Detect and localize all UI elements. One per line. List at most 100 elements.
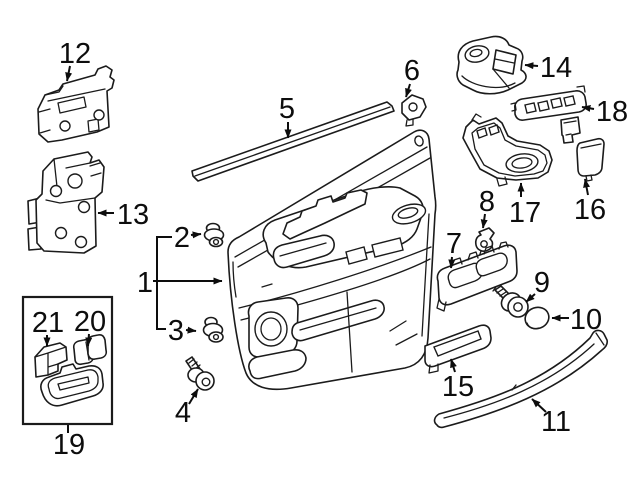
clip3-hole [212, 333, 220, 341]
retainer-clip-part-3 [202, 316, 224, 343]
callout-10: 10 [551, 304, 602, 336]
switch14-details [461, 58, 516, 89]
callout-18-label: 18 [596, 96, 628, 128]
callout-11-arrow [531, 398, 547, 413]
callout-1-label: 1 [137, 267, 153, 299]
clip-part-6 [401, 94, 427, 127]
handle-cutout [282, 189, 368, 240]
cap-part-10 [524, 306, 550, 330]
nut-clip-part-8 [474, 227, 495, 258]
map-pocket-line [299, 307, 377, 331]
bracket13-hole-3 [77, 200, 91, 214]
bracket12-hole-1 [59, 120, 71, 132]
screw9-socket [513, 302, 523, 312]
socket21-details [34, 346, 67, 376]
bracket17-oval-inner [511, 157, 533, 169]
panel-top-hole [414, 135, 424, 147]
screw9-threads [492, 286, 510, 300]
panel18-buttons [524, 95, 576, 114]
callout-4-arrow [188, 388, 199, 405]
callout-6: 6 [404, 55, 420, 98]
callout-15-label: 15 [442, 371, 474, 403]
callout-10-label: 10 [570, 304, 602, 336]
switch14-block [492, 49, 517, 75]
bracket17-outline [462, 117, 553, 181]
callout-9-arrow [525, 293, 536, 303]
callout-11: 11 [531, 398, 571, 438]
callout-1-bracket [156, 236, 172, 330]
sill-trim-part-11 [433, 329, 609, 429]
bracket13-details [45, 158, 102, 204]
callout-18: 18 [581, 96, 628, 128]
callout-7-label: 7 [446, 228, 462, 260]
callout-14: 14 [524, 52, 572, 84]
bracket13-hole-1 [67, 173, 83, 189]
trim-plate-part-16 [576, 137, 605, 182]
callouts: 1 2 3 4 5 6 7 8 [32, 38, 628, 461]
housing-outline [40, 363, 104, 407]
lower-pocket [248, 349, 307, 380]
panel18-connector-lines [563, 120, 577, 136]
callout-2: 2 [174, 222, 202, 254]
bracket17-slots [476, 124, 500, 139]
callout-19: 19 [53, 425, 85, 461]
callout-1: 1 [137, 236, 223, 330]
callout-7: 7 [446, 228, 462, 269]
callout-9-label: 9 [534, 267, 550, 299]
callout-13-label: 13 [117, 199, 149, 231]
callout-13: 13 [97, 199, 149, 231]
callout-8-arrow [480, 213, 488, 229]
callout-2-label: 2 [174, 222, 190, 254]
callout-15-arrow [450, 358, 457, 373]
lamp-kit-box-19 [21, 295, 114, 426]
clip6-hole [408, 102, 418, 112]
trim11-outline [433, 329, 609, 429]
switch-bezel-part-7 [436, 241, 518, 312]
callout-2-arrow [190, 231, 202, 239]
callout-12-arrow [65, 65, 73, 82]
switch-cutouts [345, 237, 404, 265]
panel-creases [261, 283, 418, 373]
switch14-body [456, 35, 527, 95]
callout-5-label: 5 [279, 93, 295, 125]
bracket12-hole-2 [93, 109, 105, 121]
callout-21: 21 [32, 307, 64, 347]
bin15-foot [428, 363, 439, 374]
switch14-knob [464, 45, 490, 63]
door-trim-panel [227, 129, 437, 391]
clip6-foot [405, 118, 414, 127]
callout-14-label: 14 [540, 52, 572, 84]
belt-molding-part-5 [191, 101, 395, 182]
bin15-inner [433, 330, 482, 357]
callout-5: 5 [279, 93, 295, 139]
clip2-hole [212, 238, 220, 246]
callout-8-label: 8 [479, 186, 495, 218]
switch-panel-part-18 [510, 85, 587, 144]
callout-20-arrow [85, 333, 93, 347]
callout-12-label: 12 [59, 38, 91, 70]
callout-3: 3 [168, 315, 197, 347]
callout-18-arrow [581, 104, 595, 112]
bracket13-hole-4 [54, 226, 68, 240]
cap10-dome [524, 306, 550, 330]
bulb-part-20 [72, 333, 108, 366]
panel18-tabs [510, 85, 586, 112]
socket21-body [34, 342, 68, 378]
bezel7-castellations [436, 241, 509, 312]
grab-recess-line [279, 242, 327, 257]
callout-16-arrow [583, 178, 591, 196]
clip8-hole [480, 240, 488, 248]
lamp-housing [40, 363, 104, 407]
callout-7-arrow [448, 256, 456, 269]
callout-16: 16 [574, 178, 606, 226]
callout-3-label: 3 [168, 315, 184, 347]
switch14-knob-inner [469, 48, 483, 58]
callout-4: 4 [175, 388, 199, 429]
callout-6-label: 6 [404, 55, 420, 87]
callout-8: 8 [479, 186, 495, 229]
callout-20: 20 [74, 306, 106, 347]
panel18-connector [560, 116, 581, 144]
callout-20-label: 20 [74, 306, 106, 338]
callout-19-label: 19 [53, 429, 85, 461]
